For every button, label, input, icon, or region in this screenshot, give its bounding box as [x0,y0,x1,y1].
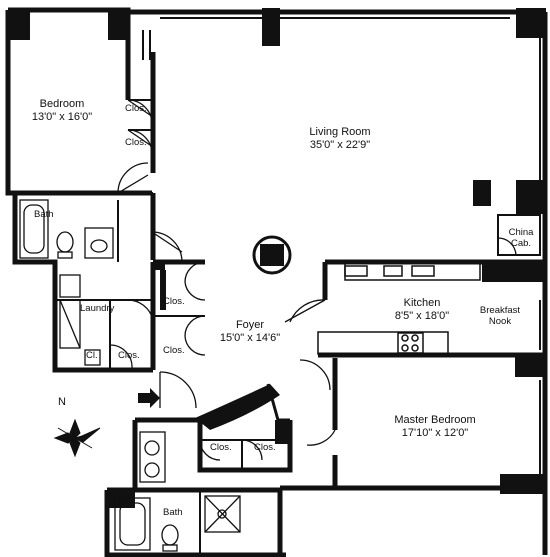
kitchen-counters [317,261,481,355]
master-dims: 17'10" x 12'0" [401,426,469,439]
closet-label-foyer-a: Clos. [163,296,185,307]
living-room-dims: 35'0" x 22'9" [309,138,371,151]
closet-label-laundry: Clos. [118,350,140,361]
china-sub: Cab. [510,237,532,249]
laundry-fixtures [59,274,101,366]
breakfast-sub: Nook [488,315,512,327]
foyer-curve [195,383,290,430]
bath2-label: Bath [163,507,183,518]
closet-label-foyer-b: Clos. [163,345,185,356]
kitchen-name: Kitchen [403,297,441,309]
bath1-fixtures [19,199,114,259]
bedroom-label: Bedroom 13'0" x 16'0" [22,98,102,123]
foyer-name: Foyer [235,319,265,331]
closet-label-laundry-small: Cl. [86,350,98,361]
laundry-label: Laundry [80,303,115,314]
living-room-label: Living Room 35'0" x 22'9" [295,126,385,151]
compass-north-label: N [58,396,66,408]
bedroom-name: Bedroom [39,98,85,110]
master-bedroom-label: Master Bedroom 17'10" x 12'0" [380,414,490,439]
master-name: Master Bedroom [394,414,476,426]
closet-label-master-a: Clos. [210,442,232,453]
columns [8,8,546,508]
bath2-fixtures [114,431,241,552]
compass-rose-icon [53,418,101,458]
china-cabinet [497,214,541,256]
foyer-label: Foyer 15'0" x 14'6" [205,319,295,344]
breakfast-nook-label: Breakfast Nook [470,305,530,328]
walls [5,7,548,557]
living-room-name: Living Room [309,126,371,138]
bath1-label: Bath [34,209,54,220]
bedroom-dims: 13'0" x 16'0" [31,110,93,123]
doors [109,99,517,461]
breakfast-name: Breakfast [479,305,521,316]
closet-label-master-b: Clos. [254,442,276,453]
closet-label-bedroom-b: Clos. [125,137,147,148]
china-cab-label: China Cab. [504,227,538,250]
closet-label-bedroom-a: Clos. [125,103,147,114]
center-column [252,235,292,275]
kitchen-label: Kitchen 8'5" x 18'0" [382,297,462,322]
foyer-dims: 15'0" x 14'6" [219,331,281,344]
kitchen-dims: 8'5" x 18'0" [394,309,450,322]
china-name: China [508,227,534,238]
